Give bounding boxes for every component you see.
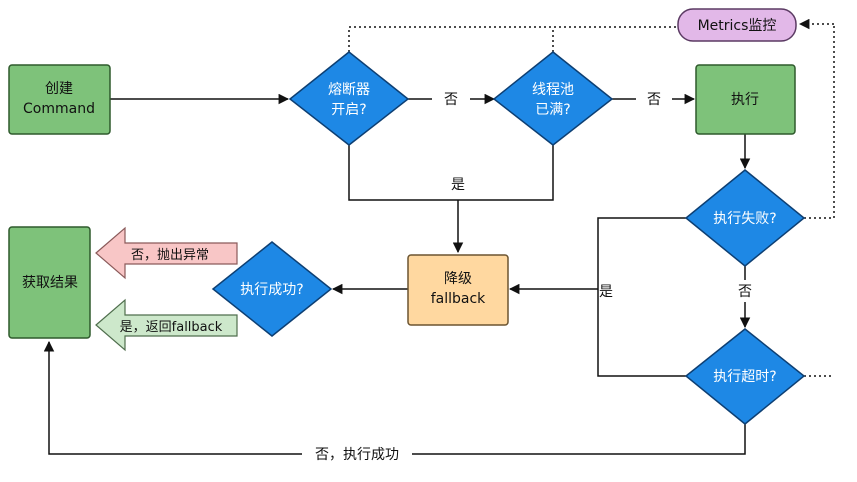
fail-label: 执行失败? <box>713 211 776 227</box>
node-pool-full: 线程池 已满? <box>492 51 614 146</box>
fallback-line2: fallback <box>431 291 486 307</box>
node-get-result: 获取结果 <box>8 226 91 339</box>
edge-labels: 否 否 是 是 否 否，执行成功 <box>315 92 752 463</box>
create-line1: 创建 <box>45 81 73 97</box>
breaker-line1: 熔断器 <box>328 82 370 98</box>
pool-line2: 已满? <box>535 102 570 118</box>
node-exec-success: 执行成功? <box>211 241 333 337</box>
metrics-label: Metrics监控 <box>698 18 777 34</box>
breaker-line2: 开启? <box>331 102 366 118</box>
result-label: 获取结果 <box>22 275 78 291</box>
label-final-no: 否，执行成功 <box>315 447 399 463</box>
success-label: 执行成功? <box>240 282 303 298</box>
dotted-breaker-metrics <box>348 26 676 52</box>
return-fallback-label: 是，返回fallback <box>120 320 223 335</box>
create-line2: Command <box>23 101 95 117</box>
edge-fail-yes <box>597 217 686 377</box>
fallback-line1: 降级 <box>444 271 472 287</box>
label-breaker-no: 否 <box>444 92 458 108</box>
arrow-return-fallback: 是，返回fallback <box>95 298 238 352</box>
throw-exception-label: 否，抛出异常 <box>131 248 209 263</box>
node-metrics: Metrics监控 <box>677 8 797 42</box>
node-fallback: 降级 fallback <box>407 254 509 326</box>
node-exec-timeout: 执行超时? <box>684 328 806 425</box>
dotted-fail-metrics <box>804 24 835 219</box>
edge-timeout-result-a <box>412 424 746 455</box>
node-breaker-open: 熔断器 开启? <box>288 51 410 146</box>
pool-line1: 线程池 <box>532 82 574 98</box>
node-create-command: 创建 Command <box>8 64 111 135</box>
edge-timeout-result-b <box>43 340 302 455</box>
metrics-connectors <box>348 18 835 377</box>
execute-label: 执行 <box>731 92 759 108</box>
node-exec-failed: 执行失败? <box>684 169 806 267</box>
label-merge-yes: 是 <box>451 177 465 193</box>
edge-breaker-merge <box>348 145 554 201</box>
connectors <box>43 93 751 455</box>
label-pool-no: 否 <box>647 92 661 108</box>
arrow-throw-exception: 否，抛出异常 <box>95 226 238 280</box>
timeout-label: 执行超时? <box>713 369 776 385</box>
node-execute: 执行 <box>695 64 796 135</box>
label-fail-no: 否 <box>738 284 752 300</box>
label-fail-yes: 是 <box>599 284 613 300</box>
